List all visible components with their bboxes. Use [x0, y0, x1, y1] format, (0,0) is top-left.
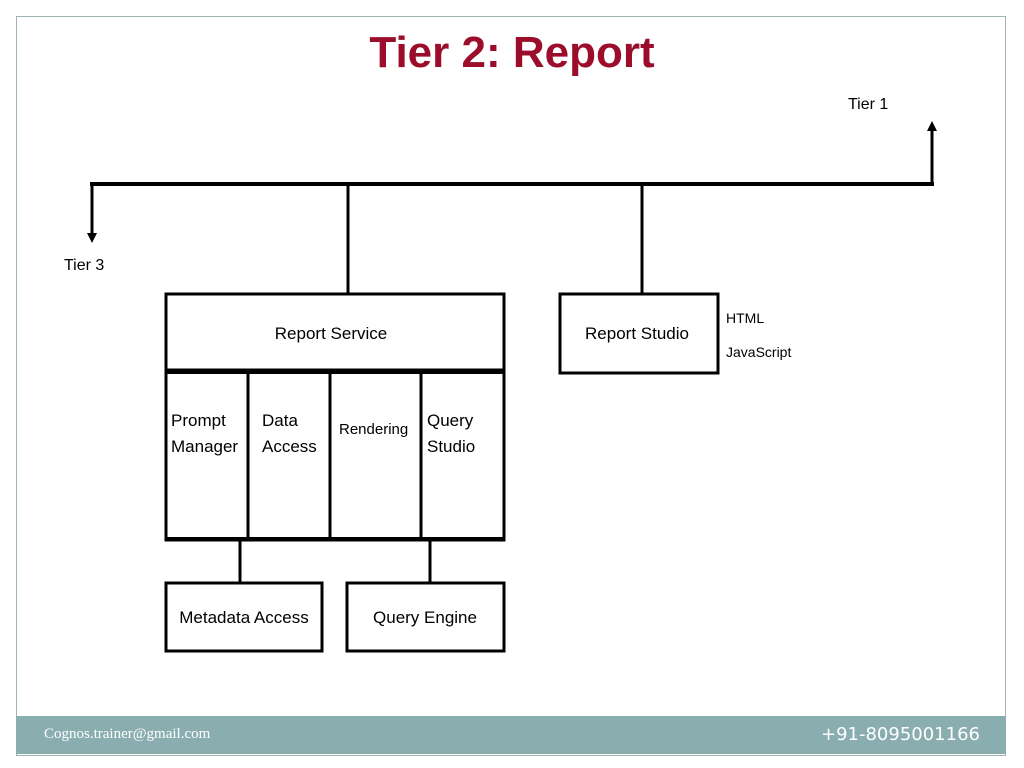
footer-bar: Cognos.trainer@gmail.com +91-8095001166 — [16, 716, 1006, 754]
metadata-access-box — [164, 581, 324, 653]
module-prompt-manager-line2: Manager — [171, 437, 238, 456]
metadata-access-label: Metadata Access — [179, 608, 308, 627]
report-studio-output-javascript: JavaScript — [726, 344, 791, 360]
module-data-access-line2: Access — [262, 437, 317, 456]
report-studio-label: Report Studio — [585, 324, 689, 343]
report-studio-box — [558, 292, 720, 375]
module-data-access-line1: Data — [262, 411, 298, 430]
module-query-studio-line2: Studio — [427, 437, 475, 456]
modules-container — [164, 370, 506, 542]
report-service-label: Report Service — [275, 324, 387, 343]
slide-title: Tier 2: Report — [369, 28, 655, 77]
footer-email: Cognos.trainer@gmail.com — [44, 726, 211, 742]
query-engine-label: Query Engine — [373, 608, 477, 627]
report-studio-output-html: HTML — [726, 310, 764, 326]
module-query-studio-line1: Query — [427, 411, 474, 430]
footer-phone: +91-8095001166 — [820, 724, 980, 745]
module-rendering-label: Rendering — [339, 421, 408, 438]
module-prompt-manager-line1: Prompt — [171, 411, 226, 430]
query-engine-box — [345, 581, 506, 653]
tier3-label: Tier 3 — [64, 257, 104, 274]
tier1-label: Tier 1 — [848, 96, 888, 113]
